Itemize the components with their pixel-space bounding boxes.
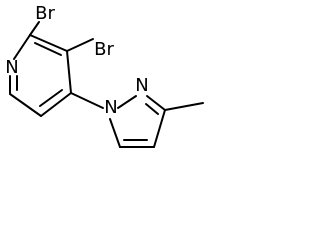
bond-c3-br <box>66 38 94 52</box>
bond-c3-c4 <box>153 109 166 148</box>
bond-c4-c5 <box>40 92 72 117</box>
bond-c3-c4 <box>66 50 72 94</box>
bond-c5-c6 <box>9 93 42 117</box>
bond-methyl <box>164 102 204 111</box>
atom-br-right: Br <box>94 39 114 60</box>
bond-c2-c3 <box>29 34 68 52</box>
bond-n2-c3 <box>146 95 166 111</box>
bond-n-c2 <box>13 34 31 60</box>
atom-br-top: Br <box>35 3 55 24</box>
bond-c2-c3-inner <box>34 42 62 56</box>
bond-c4-c5-inner <box>39 89 63 107</box>
bond-n2-c3-inner <box>145 103 159 115</box>
bond-n1-n2 <box>117 95 137 109</box>
bond-c2-br <box>29 21 40 36</box>
atom-n-pyrazole-2: N <box>135 75 148 96</box>
atom-n-pyridine: N <box>5 57 18 78</box>
atom-n-pyrazole-1: N <box>104 97 117 118</box>
chemical-structure: Br Br N N N <box>5 3 204 148</box>
bond-c5-n1 <box>109 118 121 148</box>
bond-c4-npyrazole <box>70 92 104 109</box>
